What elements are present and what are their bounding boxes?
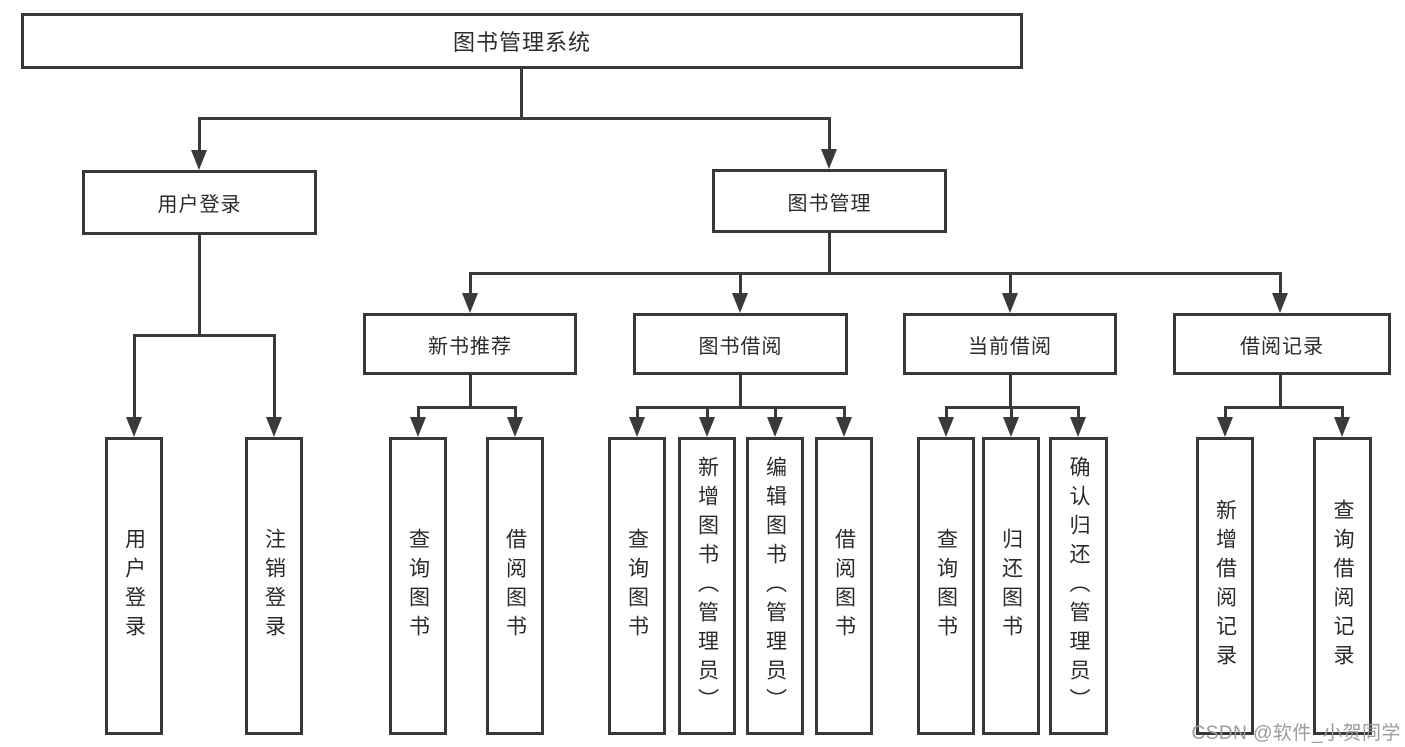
leaf-borrow-query-books: 查询图书: [608, 437, 666, 735]
leaf-label: 确认归还（管理员）: [1067, 455, 1090, 717]
connector-login-feed: [198, 235, 201, 335]
arrowhead-icon: [699, 417, 715, 437]
connector-drop-leaf-logout: [273, 334, 276, 420]
connector-drop: [1077, 406, 1080, 420]
leaf-borrow-edit-books-admin: 编辑图书（管理员）: [746, 437, 804, 735]
csdn-watermark: CSDN @软件_小贺同学: [1191, 723, 1401, 744]
arrowhead-icon: [1070, 417, 1086, 437]
arrowhead-icon: [507, 417, 523, 437]
leaf-label: 查询图书: [625, 528, 649, 644]
arrowhead-icon: [821, 149, 837, 169]
connector-management-feed: [828, 233, 831, 274]
node-label: 图书借阅: [698, 335, 783, 358]
leaf-borrow-add-books-admin: 新增图书（管理员）: [678, 437, 736, 735]
connector-drop: [417, 406, 420, 420]
leaf-current-query-books: 查询图书: [917, 437, 975, 735]
leaf-current-return-books: 归还图书: [982, 437, 1040, 735]
node-borrow-records: 借阅记录: [1173, 313, 1391, 375]
node-new-book-recommend: 新书推荐: [363, 313, 577, 375]
connector-level2-rail: [198, 117, 831, 120]
connector-drop-leaf-login: [133, 334, 136, 420]
node-book-management: 图书管理: [712, 169, 947, 233]
connector-drop-records: [1279, 272, 1282, 295]
leaf-label: 新增借阅记录: [1213, 499, 1237, 673]
arrowhead-icon: [191, 150, 207, 170]
arrowhead-icon: [126, 417, 142, 437]
leaf-label: 借阅图书: [503, 528, 527, 644]
arrowhead-icon: [1002, 293, 1018, 313]
leaf-label: 借阅图书: [832, 528, 856, 644]
leaf-logout: 注销登录: [245, 437, 303, 735]
connector-drop: [843, 406, 846, 420]
arrowhead-icon: [732, 293, 748, 313]
connector-drop-borrow: [739, 272, 742, 295]
connector-level3-rail: [469, 272, 1282, 275]
node-label: 图书管理: [787, 192, 872, 215]
arrowhead-icon: [1003, 417, 1019, 437]
leaf-label: 新增图书（管理员）: [695, 455, 719, 717]
node-label: 用户登录: [157, 194, 242, 216]
connector-drop: [1224, 406, 1227, 420]
node-label: 新书推荐: [428, 335, 512, 358]
leaf-borrow-borrow-books: 借阅图书: [815, 437, 873, 735]
connector-borrow-feed: [739, 375, 742, 408]
connector-drop: [636, 406, 639, 420]
connector-records-rail: [1224, 406, 1344, 409]
connector-login-rail: [133, 334, 276, 337]
connector-drop: [706, 406, 709, 420]
arrowhead-icon: [1272, 293, 1288, 313]
connector-records-feed: [1279, 375, 1282, 408]
arrowhead-icon: [1217, 417, 1233, 437]
node-label: 借阅记录: [1240, 335, 1324, 358]
connector-recommend-feed: [469, 375, 472, 408]
leaf-user-login: 用户登录: [105, 437, 163, 735]
leaf-label: 用户登录: [122, 528, 146, 644]
connector-current-feed: [1009, 375, 1012, 408]
leaf-label: 查询借阅记录: [1331, 499, 1354, 673]
connector-drop: [514, 406, 517, 420]
arrowhead-icon: [629, 417, 645, 437]
node-library-management-system: 图书管理系统: [21, 13, 1023, 69]
arrowhead-icon: [462, 293, 478, 313]
node-label: 图书管理系统: [452, 30, 591, 55]
connector-borrow-rail: [636, 406, 845, 409]
node-book-borrow: 图书借阅: [633, 313, 848, 375]
leaf-label: 查询图书: [406, 528, 430, 644]
connector-drop: [1341, 406, 1344, 420]
leaf-records-add-record: 新增借阅记录: [1196, 437, 1254, 735]
leaf-current-confirm-return-admin: 确认归还（管理员）: [1049, 437, 1108, 735]
connector-drop-book-management: [828, 117, 831, 153]
connector-drop: [774, 406, 777, 420]
node-label: 当前借阅: [968, 335, 1052, 358]
leaf-label: 编辑图书（管理员）: [763, 455, 787, 717]
leaf-label: 查询图书: [934, 528, 958, 644]
arrowhead-icon: [938, 417, 954, 437]
connector-drop-current: [1009, 272, 1012, 295]
arrowhead-icon: [767, 417, 783, 437]
leaf-recommend-query-books: 查询图书: [389, 437, 447, 735]
leaf-label: 注销登录: [262, 528, 286, 644]
arrowhead-icon: [1334, 417, 1350, 437]
connector-drop-user-login: [198, 117, 201, 153]
arrowhead-icon: [266, 417, 282, 437]
leaf-records-query-record: 查询借阅记录: [1313, 437, 1372, 735]
node-current-borrow: 当前借阅: [903, 313, 1117, 375]
arrowhead-icon: [410, 417, 426, 437]
connector-drop-recommend: [469, 272, 472, 295]
leaf-label: 归还图书: [999, 528, 1023, 644]
node-user-login: 用户登录: [82, 170, 317, 235]
connector-drop: [1010, 406, 1013, 420]
connector-recommend-rail: [417, 406, 517, 409]
leaf-recommend-borrow-books: 借阅图书: [486, 437, 544, 735]
connector-root-feed: [520, 69, 523, 119]
connector-drop: [945, 406, 948, 420]
arrowhead-icon: [836, 417, 852, 437]
